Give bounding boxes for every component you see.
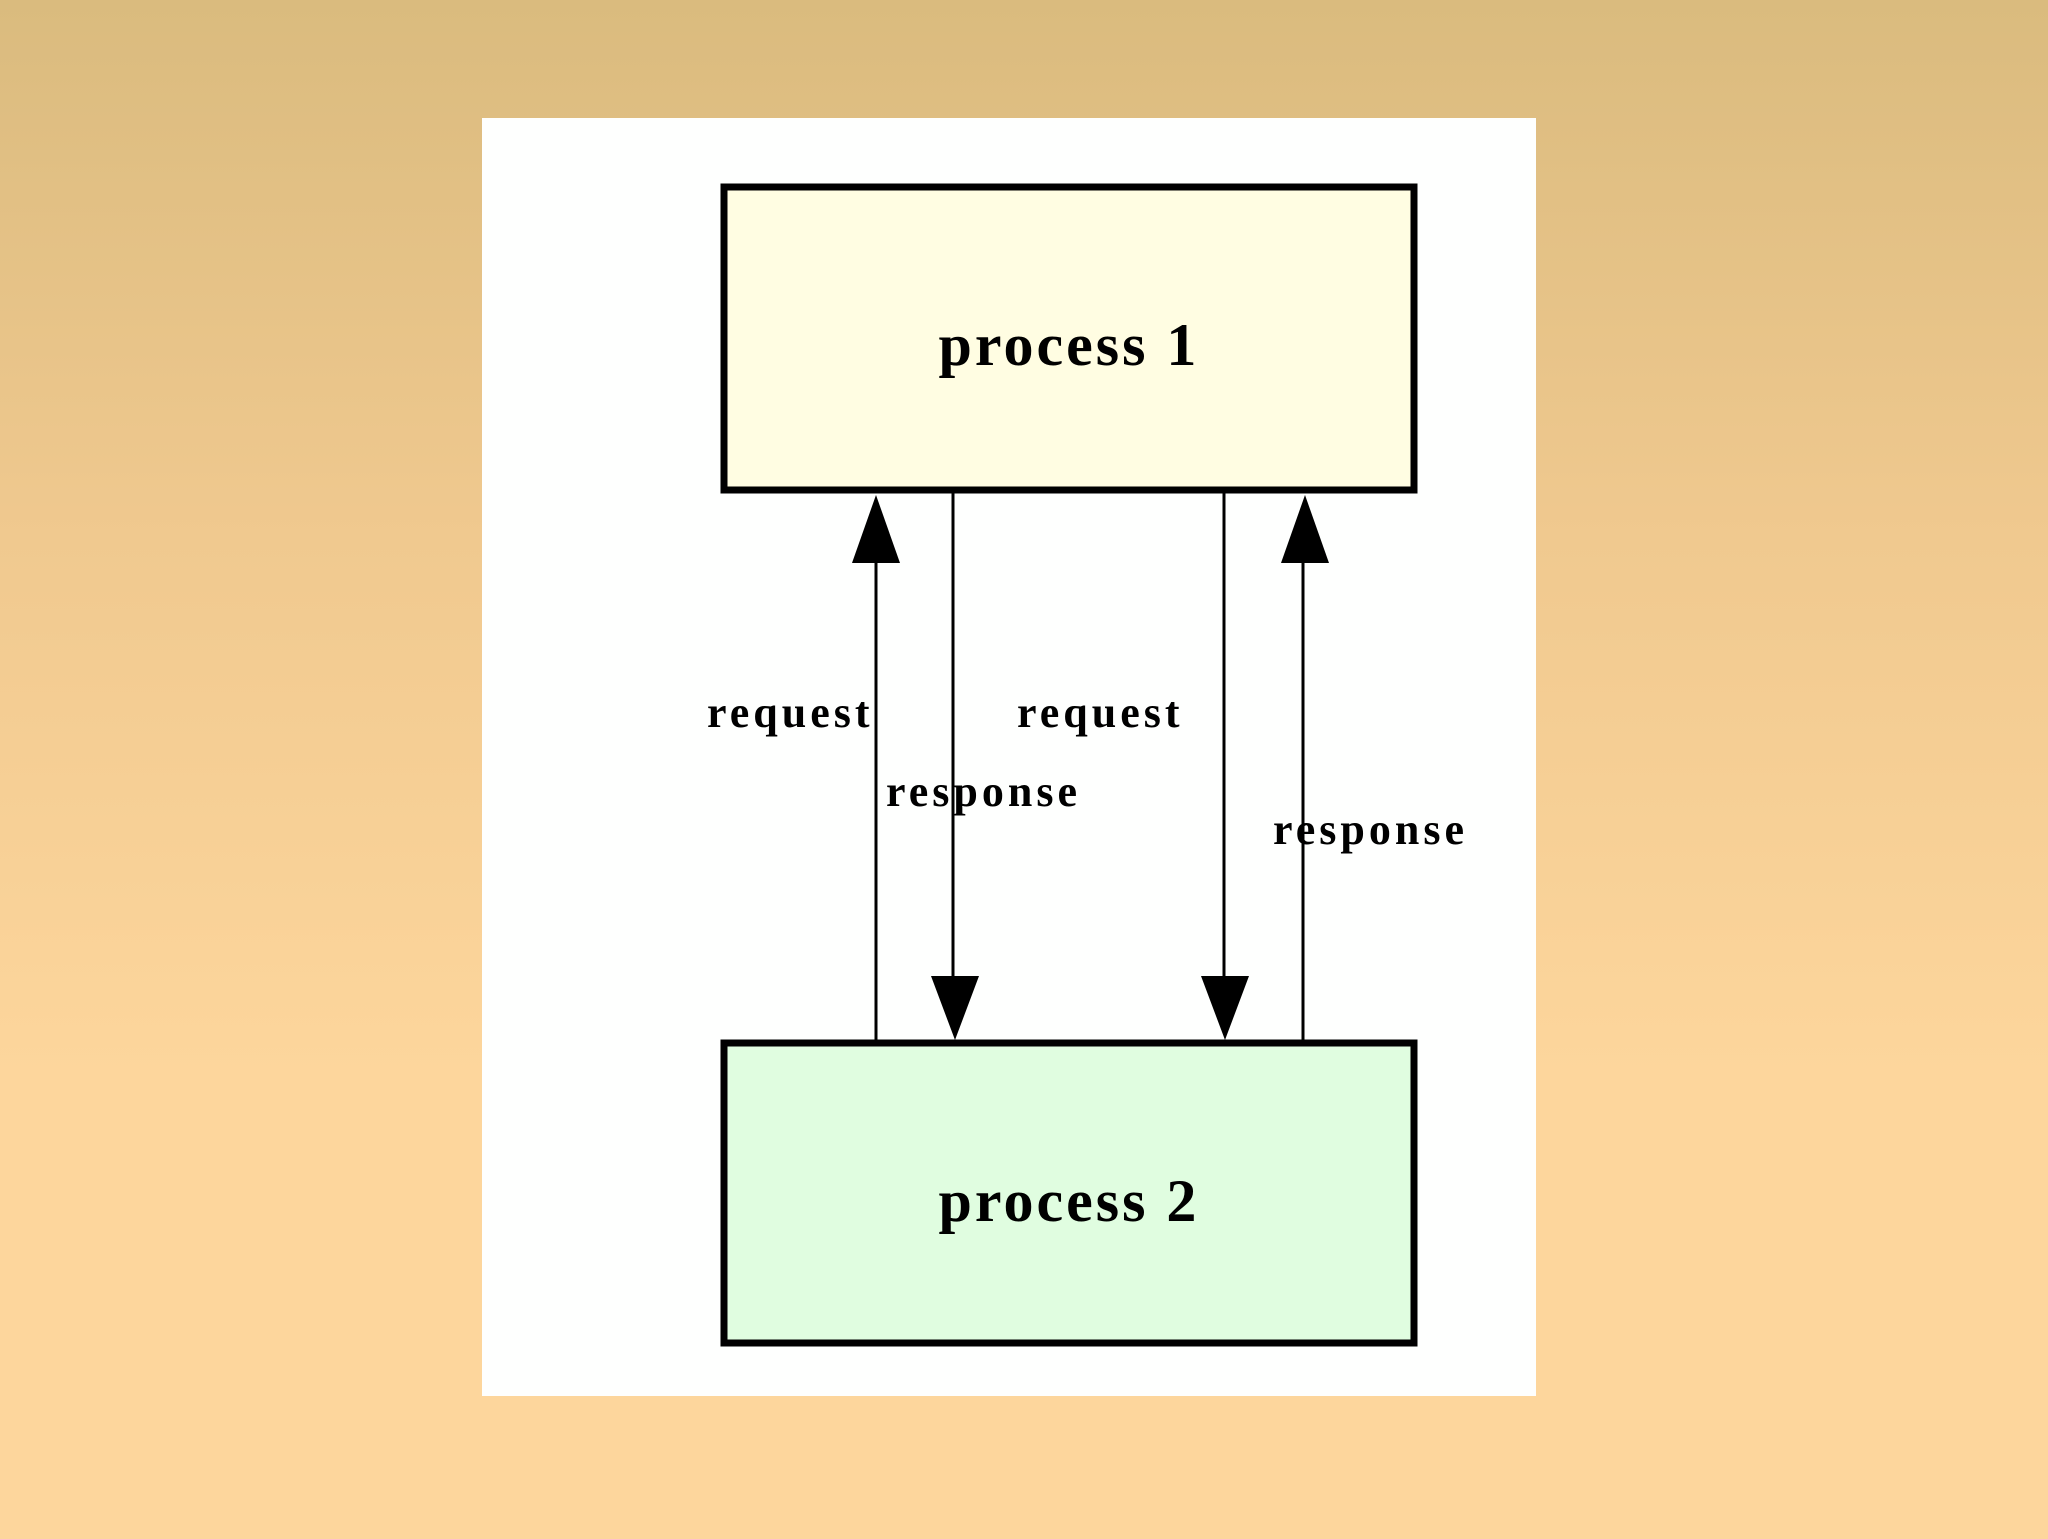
edge-label-request-2: request [1017,688,1184,737]
edge-response-down [931,493,979,1040]
process-2-box [720,1039,1418,1347]
arrowhead-down-icon [931,976,979,1040]
edge-label-response-1: response [886,767,1081,816]
process-1-box [720,183,1418,494]
edge-request-down [1201,493,1249,1040]
edge-label-response-2: response [1273,805,1468,854]
arrowhead-up-icon [852,495,900,563]
arrowhead-up-icon [1281,495,1329,563]
edge-response-up [1281,495,1329,1040]
process-2-label: process 2 [939,1168,1200,1234]
arrowhead-down-icon [1201,976,1249,1040]
edge-label-request-1: request [707,688,874,737]
process-1-node: process 1 [720,183,1418,494]
process-1-label: process 1 [939,312,1200,378]
process-2-node: process 2 [720,1039,1418,1347]
edge-request-up [852,495,900,1040]
